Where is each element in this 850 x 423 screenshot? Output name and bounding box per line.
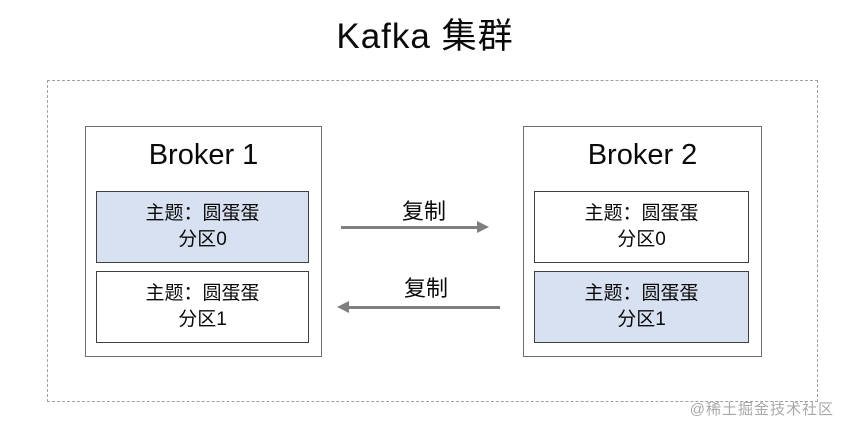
partition-id-label: 分区0 [178,229,227,250]
partition-topic-label: 主题：圆蛋蛋 [145,283,260,304]
arrow-left-icon [337,301,349,313]
partition-topic-label: 主题：圆蛋蛋 [145,203,260,224]
watermark: @稀土掘金技术社区 [689,401,834,418]
partition-id-label: 分区0 [617,229,666,250]
broker-1-partition-1: 主题：圆蛋蛋 分区1 [96,271,309,343]
broker-2-box: Broker 2 主题：圆蛋蛋 分区0 主题：圆蛋蛋 分区1 [523,126,762,357]
replication-arrow-left [348,306,500,309]
arrow-right-icon [477,221,489,233]
broker-2-partition-0: 主题：圆蛋蛋 分区0 [534,191,749,263]
partition-topic-label: 主题：圆蛋蛋 [584,283,699,304]
cluster-boundary [47,80,818,402]
replication-arrow-right [341,226,479,229]
replication-label-bottom: 复制 [403,276,448,301]
broker-2-partition-1: 主题：圆蛋蛋 分区1 [534,271,749,343]
replication-label-top: 复制 [401,199,446,224]
broker-1-box: Broker 1 主题：圆蛋蛋 分区0 主题：圆蛋蛋 分区1 [85,126,322,357]
partition-id-label: 分区1 [617,309,666,330]
partition-topic-label: 主题：圆蛋蛋 [584,203,699,224]
broker-1-title: Broker 1 [148,139,259,171]
broker-2-title: Broker 2 [587,139,698,171]
page-title: Kafka 集群 [336,17,514,56]
partition-id-label: 分区1 [178,309,227,330]
broker-1-partition-0: 主题：圆蛋蛋 分区0 [96,191,309,263]
